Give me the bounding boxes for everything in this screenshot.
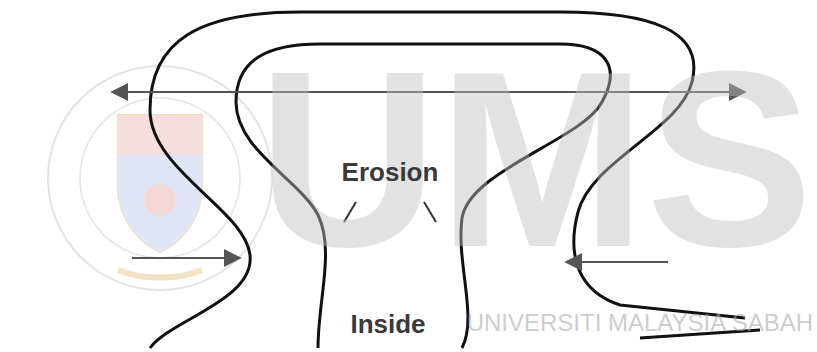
- university-logo: [48, 66, 272, 290]
- watermark-text: UNIVERSITI MALAYSIA SABAH: [467, 311, 813, 335]
- watermark-text: UMS: [257, 35, 813, 285]
- annotation-label: Erosion: [342, 159, 439, 185]
- annotation-label: Inside: [350, 311, 425, 337]
- flow-arrow: [132, 257, 240, 259]
